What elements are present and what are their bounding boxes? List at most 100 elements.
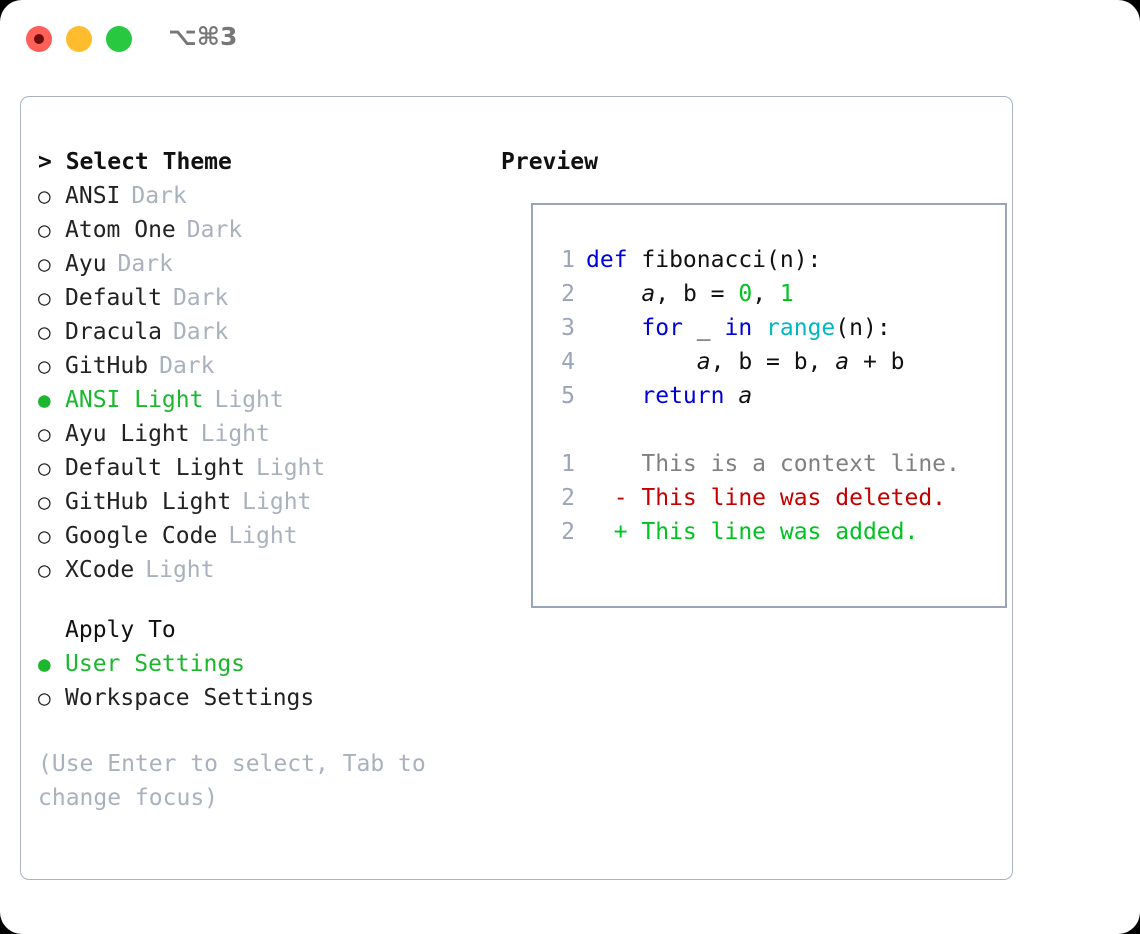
code-token: b (682, 281, 697, 307)
diff-line: 2 + This line was added. (547, 515, 1005, 549)
theme-item-variant-tag: Dark (159, 353, 215, 379)
theme-item-variant-tag: Dark (172, 319, 229, 345)
code-line-number: 3 (561, 315, 575, 341)
theme-item-label: Ayu (65, 251, 107, 277)
minimize-button[interactable] (66, 26, 92, 52)
theme-item-label: Default Light (65, 455, 246, 481)
preview-title: Preview (501, 149, 598, 175)
code-line-text: for _ in range(n): (575, 315, 891, 341)
code-blank-line (547, 413, 1005, 447)
diff-line: 1 This is a context line. (547, 447, 1005, 481)
code-line: 5 return a (547, 379, 1005, 413)
diff-line-text: This is a context line. (586, 451, 960, 477)
theme-item[interactable]: ○ Default Light Light (38, 451, 498, 485)
diff-line-text: - This line was deleted. (586, 485, 947, 511)
theme-item-variant-tag: Dark (117, 251, 173, 277)
theme-item-variant-tag: Dark (131, 183, 187, 209)
code-token: a (835, 349, 850, 375)
code-token: (n): (835, 315, 891, 341)
close-button[interactable] (26, 26, 52, 52)
radio-unselected-icon: ○ (38, 286, 51, 310)
code-token: + b (849, 349, 905, 375)
code-token: , (655, 281, 683, 307)
code-token: , b = b, (710, 349, 836, 375)
theme-item[interactable]: ○ Ayu Dark (38, 247, 498, 281)
theme-item-label: Default (65, 285, 162, 311)
radio-unselected-icon: ○ (38, 252, 51, 276)
theme-item-variant-tag: Light (256, 455, 326, 481)
apply-to-title: Apply To (65, 617, 176, 643)
theme-item[interactable]: ○ Dracula Dark (38, 315, 498, 349)
radio-unselected-icon: ○ (38, 320, 51, 344)
theme-item-variant-tag: Light (145, 557, 215, 583)
theme-item-label: XCode (65, 557, 135, 583)
code-token: , (752, 281, 780, 307)
theme-item-variant-tag: Light (214, 387, 284, 413)
apply-to-item[interactable]: ○Workspace Settings (38, 681, 498, 715)
code-line: 2 a, b = 0, 1 (547, 277, 1005, 311)
code-token: a (696, 349, 711, 375)
code-token: a (738, 383, 753, 409)
radio-unselected-icon: ○ (38, 524, 51, 548)
apply-to-list[interactable]: ●User Settings○Workspace Settings (38, 647, 498, 715)
theme-item-label: Google Code (65, 523, 218, 549)
apply-to-item[interactable]: ●User Settings (38, 647, 498, 681)
radio-unselected-icon: ○ (38, 218, 51, 242)
code-token: a (641, 281, 656, 307)
code-token (586, 315, 641, 341)
code-line-number: 4 (561, 349, 575, 375)
radio-unselected-icon: ○ (38, 422, 51, 446)
titlebar: ⌥⌘3 (0, 0, 1140, 78)
code-token (586, 349, 697, 375)
code-line-text: return a (575, 383, 752, 409)
code-line-text: def fibonacci(n): (575, 247, 821, 273)
diff-line-number: 2 (561, 519, 575, 545)
keyboard-hint-text: (Use Enter to select, Tab to change focu… (38, 751, 440, 811)
maximize-button[interactable] (106, 26, 132, 52)
code-token (752, 315, 766, 341)
diff-line-number: 1 (561, 451, 575, 477)
theme-item-variant-tag: Dark (186, 217, 243, 243)
theme-item-label: GitHub (65, 353, 149, 379)
code-token: = (696, 281, 739, 307)
code-token: fibonacci(n): (641, 247, 822, 273)
radio-selected-icon: ● (38, 388, 51, 412)
radio-unselected-icon: ○ (38, 686, 51, 710)
radio-unselected-icon: ○ (38, 558, 51, 582)
keyboard-shortcut-label: ⌥⌘3 (168, 22, 238, 51)
code-token: _ (682, 315, 725, 341)
theme-item-label: Ayu Light (65, 421, 190, 447)
code-token: 1 (779, 281, 794, 307)
theme-item-label: Dracula (65, 319, 162, 345)
code-token: for (641, 315, 683, 341)
radio-selected-icon: ● (38, 652, 51, 676)
code-line-number: 5 (561, 383, 575, 409)
code-token: range (766, 315, 836, 341)
radio-unselected-icon: ○ (38, 456, 51, 480)
code-line: 3 for _ in range(n): (547, 311, 1005, 345)
code-line-number: 1 (561, 247, 575, 273)
code-token: in (724, 315, 753, 341)
theme-item[interactable]: ○ XCode Light (38, 553, 498, 587)
code-token: def (586, 247, 642, 273)
code-token: return (641, 383, 725, 409)
theme-item-label: GitHub Light (65, 489, 232, 515)
code-line-text: a, b = 0, 1 (575, 281, 794, 307)
theme-item-variant-tag: Light (242, 489, 312, 515)
code-token (724, 383, 738, 409)
code-line-number: 2 (561, 281, 575, 307)
